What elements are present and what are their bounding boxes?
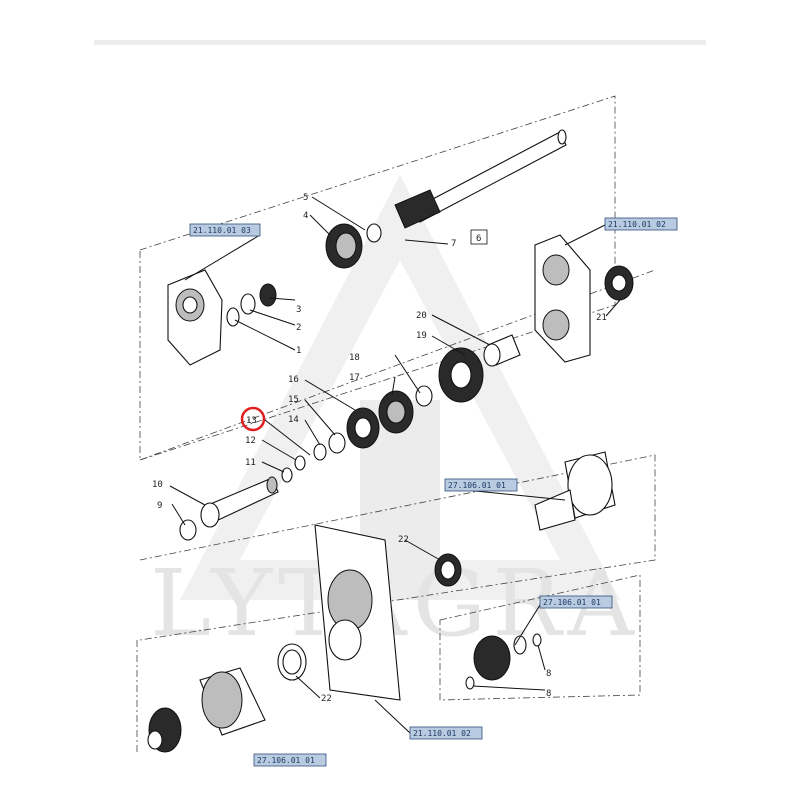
ring-2 xyxy=(240,293,256,315)
bearing-18 xyxy=(415,385,433,407)
callout-5: 5 xyxy=(303,193,308,203)
callout-8a: 8 xyxy=(546,669,551,679)
lower-drum xyxy=(199,667,266,736)
ref-box-top-right[interactable] xyxy=(604,217,678,231)
ring-12 xyxy=(294,455,306,471)
callout-22b: 22 xyxy=(321,694,332,704)
ref-top-right: 21.110.01 02 xyxy=(608,220,666,229)
seal-3 xyxy=(259,283,277,307)
gear-4 xyxy=(325,223,363,269)
sleeve-20 xyxy=(483,334,521,367)
gear-16 xyxy=(346,407,380,449)
callout-2: 2 xyxy=(296,323,301,333)
callout-22a: 22 xyxy=(398,535,409,545)
callout-21: 21 xyxy=(596,313,607,323)
callout-12: 12 xyxy=(245,436,256,446)
callout-9: 9 xyxy=(157,501,162,511)
center-housing xyxy=(314,524,401,701)
input-shaft-10 xyxy=(200,476,279,528)
callout-7: 7 xyxy=(451,239,456,249)
synchro-17 xyxy=(378,390,414,434)
ref-box-middle-right[interactable] xyxy=(444,478,518,492)
ref-middle-right: 27.106.01 01 xyxy=(448,481,506,490)
gear-19 xyxy=(438,347,484,403)
top-bar xyxy=(94,40,706,45)
callout-6-box xyxy=(470,229,488,245)
seal-22-upper xyxy=(434,553,462,587)
callout-10: 10 xyxy=(152,480,163,490)
ref-bottom-left: 27.106.01 01 xyxy=(257,756,315,765)
right-housing xyxy=(534,234,591,363)
ref-top-left: 21.110.01 03 xyxy=(193,226,251,235)
callout-18: 18 xyxy=(349,353,360,363)
callout-17: 17 xyxy=(349,373,360,383)
callout-19: 19 xyxy=(416,331,427,341)
ring-15 xyxy=(328,432,346,454)
leader-lines xyxy=(169,196,621,734)
callout-14: 14 xyxy=(288,415,299,425)
highlight-circle xyxy=(240,406,266,432)
planet-gear xyxy=(465,633,542,690)
ref-box-lower-right[interactable] xyxy=(539,595,613,609)
bearing-21-bore xyxy=(611,274,627,292)
callout-15: 15 xyxy=(288,395,299,405)
ref-box-bottom-center[interactable] xyxy=(409,726,483,740)
callout-16: 16 xyxy=(288,375,299,385)
ring-1 xyxy=(226,307,240,327)
callout-20: 20 xyxy=(416,311,427,321)
ref-box-top-left[interactable] xyxy=(189,223,261,237)
callout-4: 4 xyxy=(303,211,308,221)
reference-boxes: 21.110.01 03 21.110.01 02 27.106.01 01 2… xyxy=(189,217,678,767)
left-housing xyxy=(167,269,223,366)
seal-22-lower xyxy=(277,643,307,681)
bearing-5 xyxy=(366,223,382,243)
callout-11: 11 xyxy=(245,458,256,468)
callout-1: 1 xyxy=(296,346,301,356)
ring-9 xyxy=(179,519,197,541)
lower-gear xyxy=(147,707,182,753)
ref-lower-right: 27.106.01 01 xyxy=(543,598,601,607)
callout-8b: 8 xyxy=(546,689,551,699)
ref-bottom-center: 21.110.01 02 xyxy=(413,729,471,738)
callouts: 1 2 3 4 5 6 7 8 8 9 10 11 12 13 14 15 16… xyxy=(152,193,607,704)
ref-box-bottom-left[interactable] xyxy=(253,753,327,767)
ring-14 xyxy=(313,443,327,461)
callout-3: 3 xyxy=(296,305,301,315)
callout-13: 13 xyxy=(246,416,257,426)
callout-6: 6 xyxy=(476,234,481,244)
main-shaft xyxy=(394,129,567,229)
ring-11 xyxy=(281,467,293,483)
